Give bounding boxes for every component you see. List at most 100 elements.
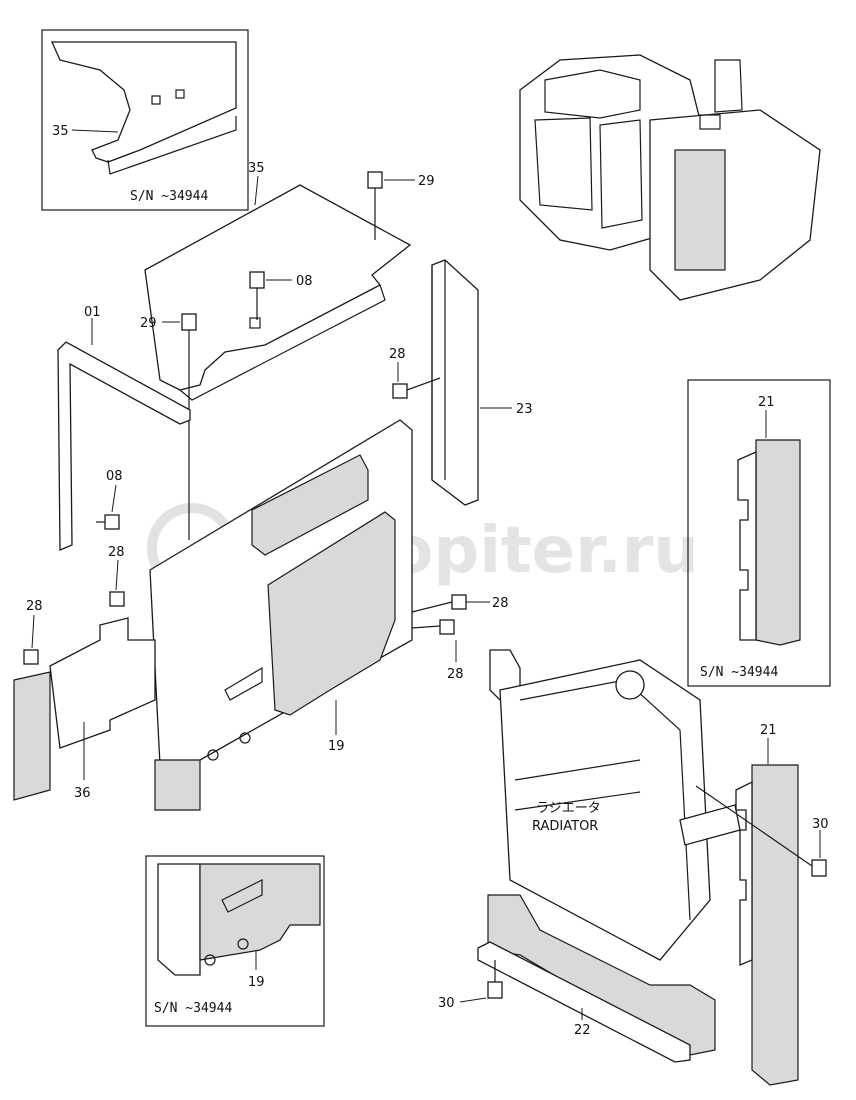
shroud-seal-top [251,454,369,556]
fan-shroud-panel: 19 [149,419,413,811]
bracket-01: 01 [57,305,191,551]
seal-22-plate [477,941,691,1063]
bracket-frame [57,341,191,551]
cover-flange [179,284,386,401]
seal-36-foam [13,671,51,801]
nut [237,938,249,950]
inset-frame [687,379,831,687]
callout-28-right2: 28 [447,667,464,682]
callout-22: 22 [574,1023,591,1038]
bolt-29-left: 29 [140,313,197,540]
bolt-08-left: 08 [96,469,123,530]
filler-cap [699,114,721,130]
nut [239,732,251,744]
callout-28-right: 28 [492,596,509,611]
serial-note-bottom-left: S/N ~34944 [154,1001,232,1016]
callout-23: 23 [516,402,533,417]
bolt-29-top: 29 [367,171,435,240]
handrail [714,59,743,113]
bolt-08-top: 08 [249,271,313,320]
cover-plate-35: 35 [144,161,412,401]
cab-roof-window [544,69,641,119]
bolt-head [451,594,467,610]
bolt-28-right-lower: 28 [411,619,464,682]
bolt-head [439,619,455,635]
callout-19: 19 [328,739,345,754]
radiator-fins [514,759,641,811]
callout-28-top: 28 [389,347,406,362]
nut [204,954,216,966]
square-hole [249,317,261,329]
machine-overview [519,54,821,301]
nut [207,749,219,761]
cab-side-window [534,117,593,211]
radiator: ラジエータ RADIATOR [489,649,741,961]
inset-frame [41,29,249,211]
callout-35-inset: 35 [52,124,69,139]
radiator-label-jp: ラジエータ [536,801,601,816]
callout-08-left: 08 [106,469,123,484]
bolt-head [104,514,120,530]
bolt-28-top: 28 [389,347,441,399]
inset-frame [145,855,325,1027]
shroud-seal-plate-19 [267,511,396,716]
seal-36-plate [49,617,156,749]
seal-21-foam [755,439,801,646]
leader-30-bottom [459,997,487,1003]
callout-28-far: 28 [26,599,43,614]
leader-35 [254,175,259,206]
callout-21-inset: 21 [758,395,775,410]
leader-35-inset [71,129,119,133]
leader-28-far [31,614,35,649]
bolt-28-far-left: 28 [23,599,43,665]
callout-29-top: 29 [418,174,435,189]
seal-21-main-foam [751,764,799,1086]
shroud-seal-bottom [154,759,201,811]
radiator-label-en: RADIATOR [532,819,598,834]
shroud-slot [224,666,263,701]
callout-36: 36 [74,786,91,801]
callout-30-bottom: 30 [438,996,455,1011]
flange-edge [107,116,237,175]
seal-21-bracket [737,450,757,641]
radiator-cap [615,670,645,700]
cover-plate-35-detail [50,41,237,163]
inset-top-left: 35 S/N ~34944 [41,29,249,211]
side-bracket [431,259,479,506]
callout-28-left: 28 [108,545,125,560]
bolt-head [109,591,125,607]
square-hole [175,89,185,99]
leader-08-left [111,484,117,513]
shroud-slot-detail [221,879,263,913]
seal-36: 36 [13,617,156,801]
inset-right: 21 S/N ~34944 [687,379,831,687]
square-hole [151,95,161,105]
bolt-28-left: 28 [108,545,125,607]
bolt-head [367,171,383,189]
cover-plate-body [144,184,412,391]
bolt-28-right: 28 [411,594,509,613]
bracket-flange [431,260,446,480]
callout-19-inset: 19 [248,975,265,990]
seal-22: 22 [477,894,716,1063]
serial-note-top-left: S/N ~34944 [130,189,208,204]
callout-35: 35 [248,161,265,176]
seal-21-main-bracket [735,780,753,966]
bolt-head [249,271,265,289]
bolt-30-bottom: 30 [438,960,503,1011]
bolt-axis [411,625,441,629]
inset-bottom-left: 19 S/N ~34944 [145,855,325,1027]
callout-08-top: 08 [296,274,313,289]
bolt-axis [411,601,453,613]
radiator-location [674,149,726,271]
bolt-head [181,313,197,331]
bolt-axis [406,377,441,391]
radiator-core [499,659,711,961]
bolt-head [23,649,39,665]
callout-21-main: 21 [760,723,777,738]
shroud-side-detail [157,863,201,976]
callout-30-right: 30 [812,817,829,832]
bolt-30-right: 30 [695,785,829,877]
